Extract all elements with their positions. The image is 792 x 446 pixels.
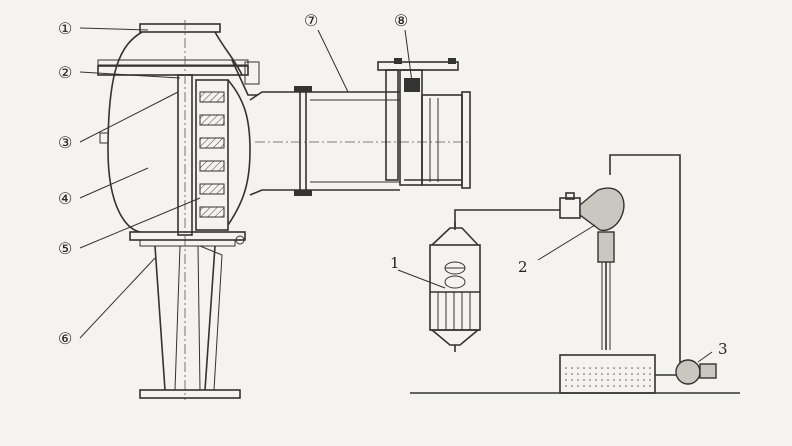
callout-8-label: ⑧: [394, 11, 408, 30]
nozzle-stack: [195, 79, 229, 231]
callout-2: ②: [58, 63, 181, 82]
callout-3: ③: [58, 91, 179, 152]
pump: [655, 359, 717, 385]
callout-6-label: ⑥: [58, 329, 72, 348]
system-schematic: 1 2 3: [390, 154, 740, 394]
middle-flange: [97, 65, 249, 76]
pipe-pump-to-ejector: [609, 154, 681, 365]
callout-4-label: ④: [58, 189, 72, 208]
callout-5-label: ⑤: [58, 239, 72, 258]
callout-3-label: ③: [58, 133, 72, 152]
callout-5: ⑤: [58, 197, 201, 258]
label-1: 1: [390, 254, 446, 289]
top-flange: [139, 23, 221, 33]
label-1-text: 1: [390, 254, 400, 272]
callout-group: ① ② ③ ④ ⑤ ⑥ ⑦ ⑧: [58, 11, 413, 348]
label-2-text: 2: [518, 258, 528, 276]
label-2: 2: [518, 224, 596, 276]
label-3: 3: [697, 340, 728, 363]
callout-1-label: ①: [58, 19, 72, 38]
outlet-housing: [377, 58, 471, 189]
heat-exchanger: [429, 222, 481, 352]
callout-8: ⑧: [394, 11, 413, 83]
callout-6: ⑥: [58, 257, 156, 348]
diffuser-left: [154, 245, 166, 391]
pipe-heater-to-ejector: [454, 209, 560, 228]
lower-flange: [129, 231, 246, 241]
water-tank: [559, 354, 656, 394]
callout-7-label: ⑦: [304, 11, 318, 30]
body-right-shoulder: [214, 31, 243, 76]
callout-7: ⑦: [304, 11, 349, 93]
callout-4: ④: [58, 167, 149, 208]
callout-2-label: ②: [58, 63, 72, 82]
body-left-wall: [107, 31, 143, 233]
callout-1: ①: [58, 19, 149, 38]
diffuser-right: [204, 245, 216, 391]
side-pipe: [249, 86, 470, 196]
base-plate: [139, 389, 241, 399]
ejector-unit: [559, 187, 625, 350]
label-3-text: 3: [718, 340, 728, 358]
ejector-section-drawing: [97, 20, 471, 400]
